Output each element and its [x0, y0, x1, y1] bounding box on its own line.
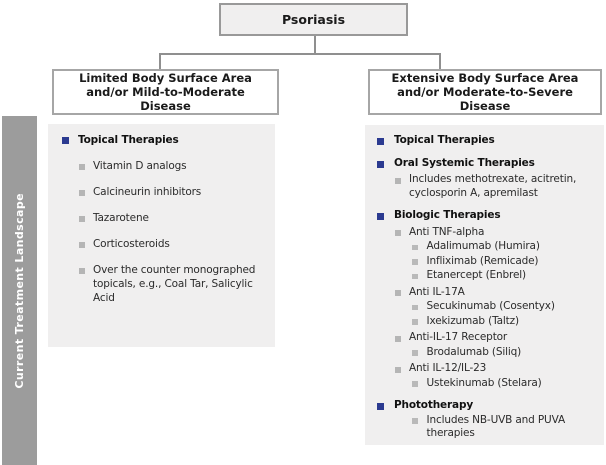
branch-left-label-line2: and/or Mild-to-Moderate [86, 85, 245, 99]
treatment-item-label: Biologic Therapies [394, 209, 501, 221]
treatment-item: Over the counter monographed topicals, e… [48, 263, 275, 305]
treatment-item: Corticosteroids [48, 237, 275, 251]
treatment-item-label: Over the counter monographed topicals, e… [93, 264, 256, 304]
treatment-item-label: Ixekizumab (Taltz) [426, 314, 520, 327]
sidebar-label: Current Treatment Landscape [13, 192, 26, 389]
sub-square-bullet-icon [79, 267, 85, 274]
sub-square-bullet-icon [79, 215, 85, 222]
treatment-item-label: Secukinumab (Cosentyx) [426, 300, 555, 312]
treatment-item-label: Anti IL-17A [409, 285, 465, 298]
treatment-item-label: Anti TNF-alpha [409, 225, 485, 238]
sidebar-current-treatment-landscape: Current Treatment Landscape [2, 116, 37, 465]
sub-square-bullet-icon [412, 259, 418, 265]
branch-right-label-line3: Disease [459, 99, 511, 113]
treatment-item: Etanercept (Enbrel) [365, 269, 604, 283]
treatment-item-label: Etanercept (Enbrel) [426, 269, 527, 281]
treatment-item: Anti IL-12/IL-23 [365, 362, 604, 376]
root-node-psoriasis: Psoriasis [219, 3, 408, 36]
treatment-item: Biologic Therapies [365, 209, 604, 223]
branch-left-label-line3: Disease [140, 99, 191, 113]
treatment-item-label: Topical Therapies [78, 134, 179, 146]
sub-square-bullet-icon [412, 350, 418, 356]
sub-square-bullet-icon [395, 290, 401, 296]
sub-square-bullet-icon [412, 304, 418, 310]
primary-square-bullet-icon [62, 137, 69, 144]
treatment-item: Ixekizumab (Taltz) [365, 315, 604, 329]
sub-square-bullet-icon [395, 335, 401, 342]
sub-square-bullet-icon [412, 418, 418, 424]
treatment-item: Tazarotene [48, 211, 275, 225]
sub-square-bullet-icon [79, 163, 85, 170]
treatment-item: Adalimumab (Humira) [365, 240, 604, 254]
treatment-item-label: Ustekinumab (Stelara) [426, 376, 542, 389]
treatment-item-label: Phototherapy [394, 399, 474, 411]
treatment-item: Topical Therapies [365, 134, 604, 148]
treatment-item-label: Calcineurin inhibitors [93, 186, 202, 198]
sub-square-bullet-icon [395, 177, 401, 184]
sub-square-bullet-icon [412, 273, 418, 279]
branch-node-limited-disease: Limited Body Surface Area and/or Mild-to… [52, 69, 279, 115]
primary-square-bullet-icon [377, 213, 384, 220]
branch-left-label-line1: Limited Body Surface Area [79, 71, 252, 85]
branch-right-label-line1: Extensive Body Surface Area [391, 71, 579, 85]
treatment-item: Topical Therapies [48, 133, 275, 147]
treatment-item: Phototherapy [365, 399, 604, 413]
treatment-item: Secukinumab (Cosentyx) [365, 300, 604, 314]
treatment-item: Includes NB-UVB and PUVA therapies [365, 414, 604, 441]
treatment-item: Vitamin D analogs [48, 159, 275, 173]
connector-line-root [314, 35, 316, 54]
sub-square-bullet-icon [412, 319, 418, 325]
sub-square-bullet-icon [79, 241, 85, 248]
treatment-item-label: Adalimumab (Humira) [426, 240, 540, 252]
treatment-item: Calcineurin inhibitors [48, 185, 275, 199]
primary-square-bullet-icon [377, 160, 384, 168]
connector-line-horizontal [159, 53, 441, 55]
treatment-item: Includes methotrexate, acitretin, cyclos… [365, 173, 604, 200]
connector-line-right-branch [439, 53, 441, 70]
treatment-item-label: Anti IL-12/IL-23 [409, 362, 487, 374]
treatment-item-label: Topical Therapies [394, 134, 495, 146]
treatment-item: Oral Systemic Therapies [365, 157, 604, 171]
treatment-item: Anti IL-17A [365, 286, 604, 300]
treatment-item-label: Infliximab (Remicade) [426, 254, 539, 267]
treatment-item: Infliximab (Remicade) [365, 255, 604, 269]
treatment-item-label: Anti-IL-17 Receptor [409, 331, 508, 343]
treatment-item-label: Vitamin D analogs [93, 160, 187, 172]
sub-square-bullet-icon [395, 230, 401, 236]
primary-square-bullet-icon [377, 138, 384, 145]
sub-square-bullet-icon [412, 381, 418, 387]
treatment-item: Brodalumab (Siliq) [365, 346, 604, 360]
treatment-item-label: Includes methotrexate, acitretin, cyclos… [409, 173, 577, 199]
treatment-item-label: Corticosteroids [93, 238, 170, 250]
branch-node-extensive-disease: Extensive Body Surface Area and/or Moder… [368, 69, 602, 115]
treatment-item: Ustekinumab (Stelara) [365, 377, 604, 391]
sub-square-bullet-icon [412, 244, 418, 250]
sub-square-bullet-icon [79, 189, 85, 196]
sub-square-bullet-icon [395, 366, 401, 373]
treatment-item-label: Brodalumab (Siliq) [426, 345, 522, 358]
treatment-item-label: Tazarotene [93, 212, 149, 224]
treatment-item: Anti TNF-alpha [365, 226, 604, 240]
connector-line-left-branch [159, 53, 161, 70]
branch-right-label-line2: and/or Moderate-to-Severe [397, 85, 573, 99]
treatment-item-label: Oral Systemic Therapies [394, 156, 535, 169]
treatment-item-label: Includes NB-UVB and PUVA therapies [426, 413, 566, 440]
treatment-item: Anti-IL-17 Receptor [365, 331, 604, 345]
root-node-label: Psoriasis [281, 12, 346, 27]
primary-square-bullet-icon [377, 403, 384, 410]
